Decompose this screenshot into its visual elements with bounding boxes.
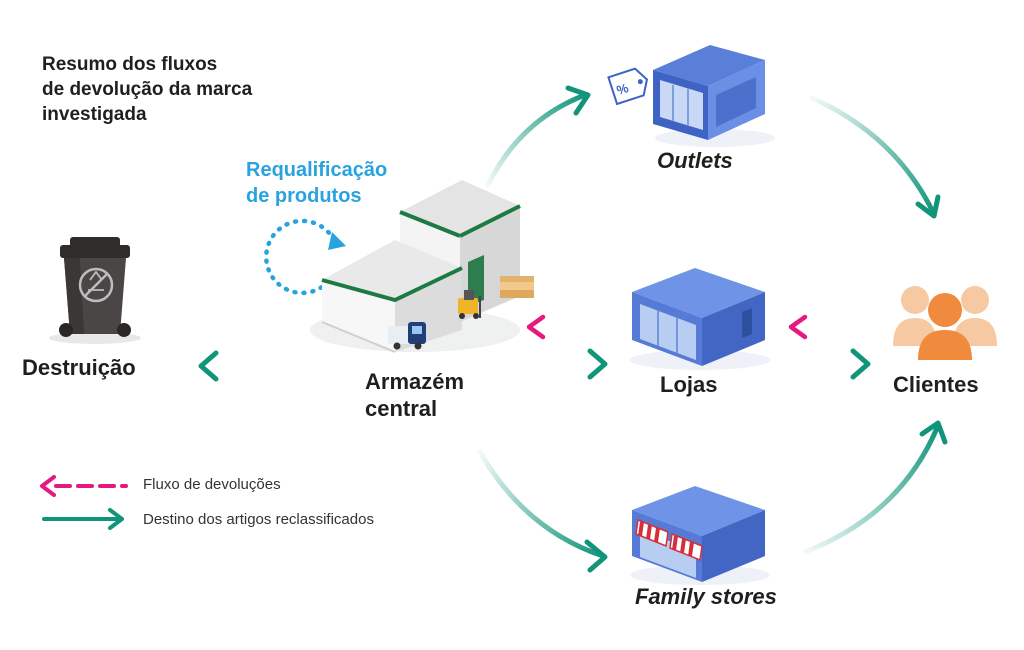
svg-text:%: % [615,80,631,98]
arrow-warehouse-to-lojas [521,348,608,380]
legend-reclassified-text: Destino dos artigos reclassificados [143,511,374,528]
armazem-line-2: central [365,396,438,421]
warehouse-icon [310,180,534,353]
family-stores-label: Family stores [635,584,777,609]
arrow-warehouse-to-outlets [485,85,591,188]
diagram-title: Resumo dos fluxos de devolução da marca … [42,52,332,127]
legend-returns-text: Fluxo de devoluções [143,476,281,493]
requalification-label: Requalificação de produtos [246,157,446,209]
return-arrow-lojas-to-warehouse [526,314,615,340]
outlet-store-icon: % [607,45,775,147]
arrow-outlets-to-clientes [809,95,941,219]
outlets-label: Outlets [657,148,733,173]
lojas-label: Lojas [660,372,718,397]
legend-reclassified-line [42,508,124,530]
destruicao-label: Destruição [22,355,136,380]
armazem-line-1: Armazém [365,369,465,394]
title-line-3: investigada [42,104,147,125]
legend-returns-line [40,475,128,497]
arrow-lojas-to-clientes [785,348,871,380]
return-arrow-clientes-to-lojas [788,314,875,340]
customers-icon [893,286,997,360]
store-icon [630,268,770,370]
arrow-family-stores-to-clientes [802,420,948,555]
arrow-warehouse-to-destruicao [198,350,295,382]
recycle-bin-icon [49,237,141,344]
title-line-2: de devolução da marca [42,79,253,100]
title-line-1: Resumo dos fluxos [42,54,218,75]
requalification-line-2: de produtos [246,185,362,207]
family-store-icon [630,486,770,585]
clientes-label: Clientes [893,372,979,397]
requalification-loop [264,218,346,296]
arrow-warehouse-to-family-stores [477,449,608,573]
requalification-line-1: Requalificação [246,159,388,181]
armazem-central-label: Armazém central [365,368,505,422]
